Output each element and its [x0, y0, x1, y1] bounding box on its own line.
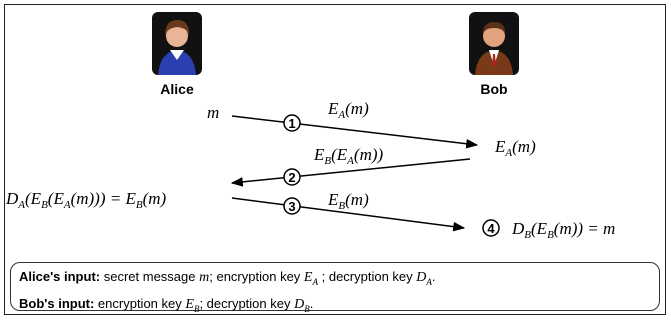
step-4-number: 4: [487, 221, 495, 236]
step-1-message: EA(m): [327, 99, 369, 121]
step-3-badge: [283, 197, 301, 215]
alice-input-heading: Alice's input:: [19, 269, 101, 284]
step-4-badge: [482, 219, 500, 237]
alice-input-text-1: secret message: [103, 269, 196, 284]
step-1-badge: [283, 114, 301, 132]
step-3-number: 3: [288, 199, 295, 214]
man-avatar-icon: [469, 12, 519, 75]
alice-decryption: DA(EB(EA(m))) = EB(m): [5, 189, 167, 211]
alice-message-m: m: [207, 103, 219, 122]
bob-decryption-key: DB: [294, 296, 310, 314]
bob-input-text-2: ; decryption key: [199, 295, 291, 311]
alice-secret-m: m: [199, 270, 210, 285]
step-2-badge: [283, 168, 301, 186]
arrow-step-3: [231, 197, 466, 232]
inputs-box: Alice's input: secret message m; encrypt…: [10, 262, 660, 314]
alice-input-text-2: ; encryption key: [209, 269, 301, 284]
bob-input-line: Bob's input: encryption key EB; decrypti…: [19, 295, 314, 314]
bob-received-message: EA(m): [494, 137, 536, 159]
bob-final-result: DB(EB(m)) = m: [511, 219, 615, 241]
alice-decryption-key: DA: [416, 270, 432, 287]
bob-input-heading: Bob's input:: [19, 295, 95, 311]
arrow-step-2: [230, 158, 471, 187]
step-2-number: 2: [288, 170, 295, 185]
bob-encryption-key: EB: [185, 296, 200, 314]
arrow-step-1: [231, 115, 479, 149]
alice-label: Alice: [160, 81, 194, 97]
alice-input-line: Alice's input: secret message m; encrypt…: [19, 269, 436, 287]
alice-input-text-3: ; decryption key: [321, 269, 413, 284]
woman-avatar-icon: [152, 12, 202, 75]
outer-frame: [4, 4, 666, 315]
step-3-message: EB(m): [327, 190, 369, 212]
step-2-message: EB(EA(m)): [313, 145, 384, 167]
bob-input-text-1: encryption key: [97, 295, 182, 311]
alice-encryption-key: EA: [303, 270, 318, 287]
bob-label: Bob: [480, 81, 507, 97]
step-1-number: 1: [288, 116, 295, 131]
